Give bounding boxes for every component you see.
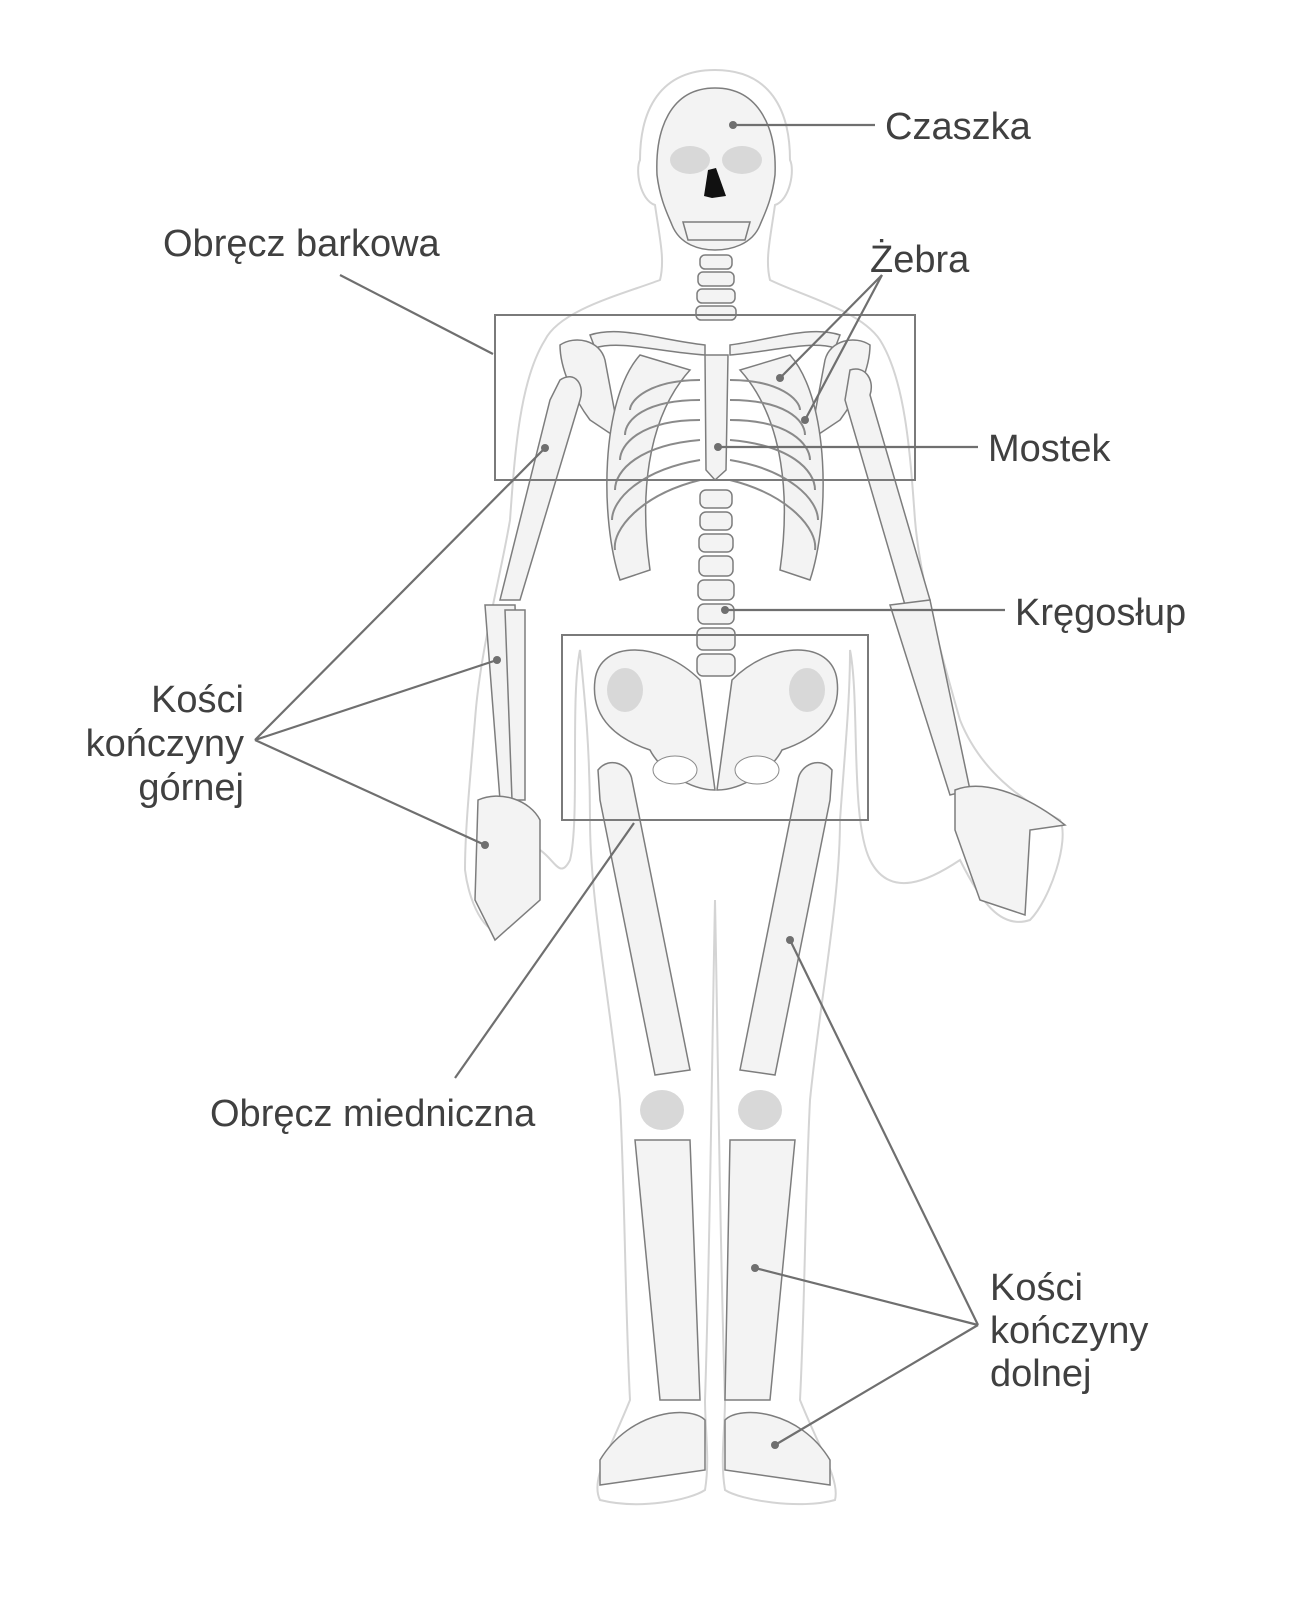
- leader-shoulder-girdle: [339, 274, 494, 355]
- label-skull: Czaszka: [885, 106, 1032, 148]
- label-pelvic-girdle: Obręcz miedniczna: [210, 1093, 536, 1135]
- upper-limb-right: [844, 368, 1067, 917]
- shoulder-girdle-box: [494, 314, 916, 481]
- leader-pelvic-girdle: [454, 822, 635, 1079]
- label-sternum: Mostek: [988, 428, 1111, 470]
- ribcage: [606, 354, 824, 581]
- sternum-bone: [704, 354, 729, 482]
- scapula-left: [559, 339, 622, 442]
- label-upper-limb-2: kończyny: [86, 723, 244, 765]
- pelvic-girdle-box: [561, 634, 869, 821]
- label-lower-limb-3: dolnej: [990, 1353, 1091, 1395]
- leader-sternum: [714, 443, 978, 451]
- label-lower-limb-2: kończyny: [990, 1310, 1148, 1352]
- leader-lower-limb: [751, 936, 979, 1449]
- label-ribs: Żebra: [870, 238, 970, 281]
- skull-bone: [656, 87, 776, 251]
- pelvis-bone: [593, 649, 839, 791]
- upper-limb-left: [474, 376, 582, 942]
- leader-upper-limb: [254, 444, 549, 849]
- cervical-spine: [695, 254, 737, 321]
- leader-skull: [729, 121, 875, 129]
- label-upper-limb-3: górnej: [138, 767, 244, 809]
- label-lower-limb-1: Kości: [990, 1267, 1083, 1309]
- label-shoulder-girdle: Obręcz barkowa: [163, 223, 441, 265]
- label-spine: Kręgosłup: [1015, 592, 1186, 634]
- spine-bone: [696, 489, 736, 677]
- leader-spine: [721, 606, 1005, 614]
- label-upper-limb-1: Kości: [151, 679, 244, 721]
- leader-ribs: [776, 274, 883, 424]
- scapula-right: [808, 339, 871, 442]
